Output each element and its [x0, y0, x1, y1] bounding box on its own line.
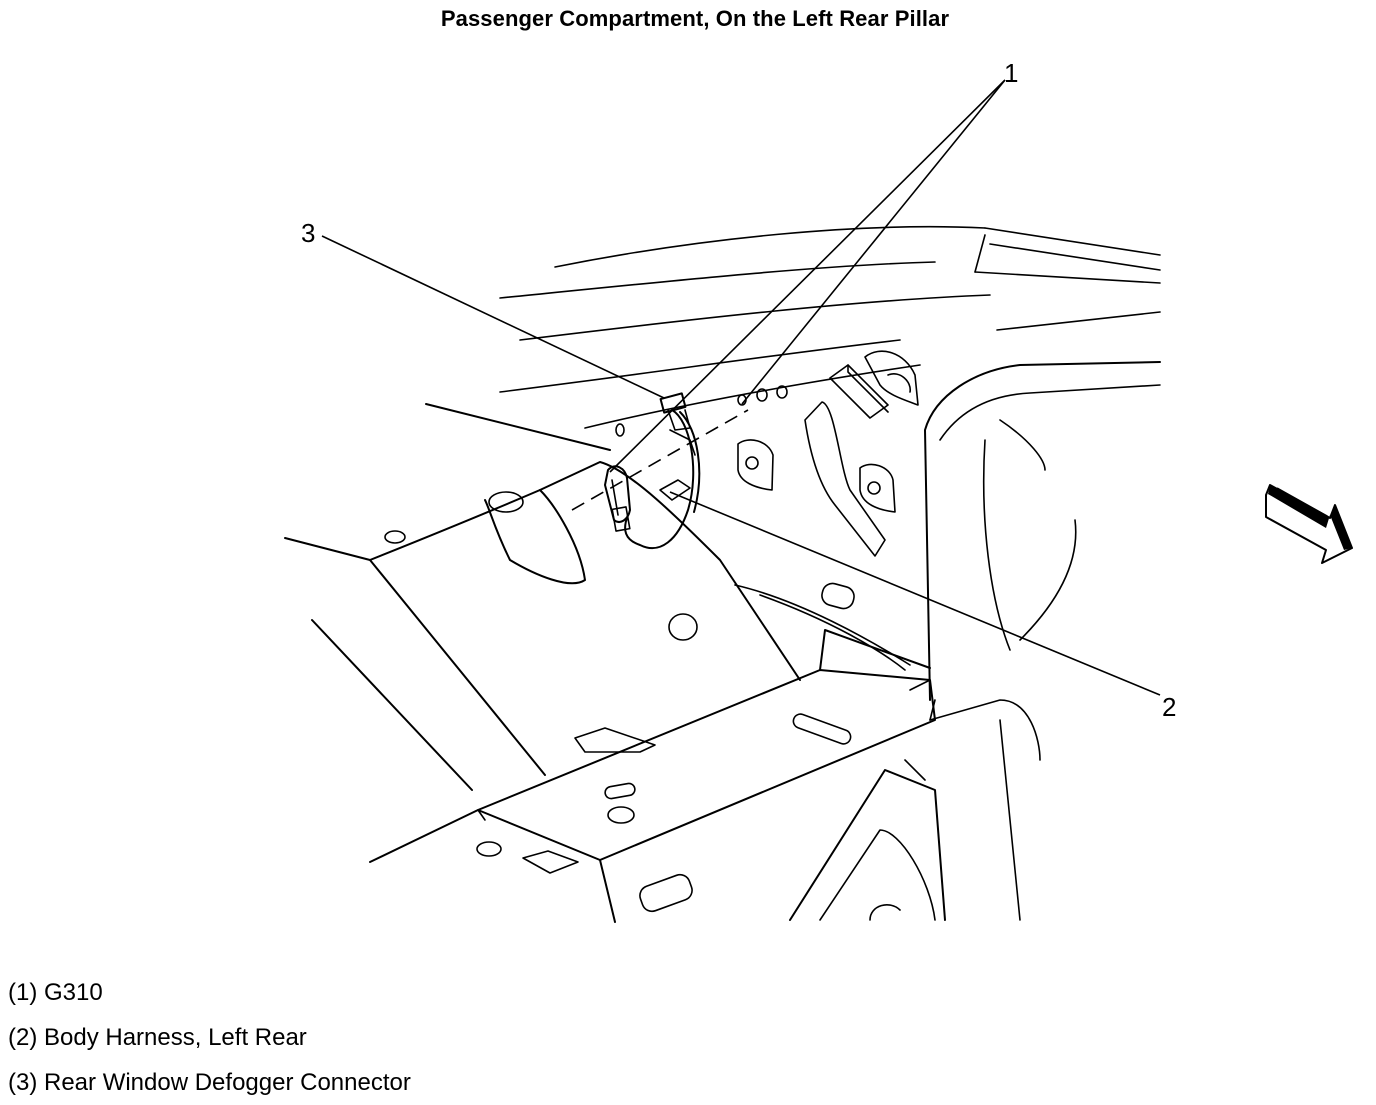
legend-item-body-harness: (2) Body Harness, Left Rear	[8, 1024, 307, 1051]
callout-1: 1	[1004, 58, 1018, 88]
legend: (1) G310 (2) Body Harness, Left Rear (3)…	[8, 970, 411, 1105]
callout-2: 2	[1162, 692, 1176, 722]
leader-lines	[321, 79, 1161, 696]
g310-ground	[571, 409, 749, 532]
diagram-title: Passenger Compartment, On the Left Rear …	[440, 6, 950, 31]
rear-window-defogger-connector	[659, 392, 696, 456]
floor-panel	[284, 403, 946, 923]
pillar-details	[615, 350, 919, 671]
rear-pillar	[924, 361, 1161, 921]
legend-item-g310: (1) G310	[8, 979, 103, 1006]
forward-arrow-icon	[1265, 484, 1353, 564]
roof-panel-lines	[499, 225, 1161, 429]
legend-item-defogger-connector: (3) Rear Window Defogger Connector	[8, 1069, 411, 1096]
callout-3: 3	[301, 218, 315, 248]
